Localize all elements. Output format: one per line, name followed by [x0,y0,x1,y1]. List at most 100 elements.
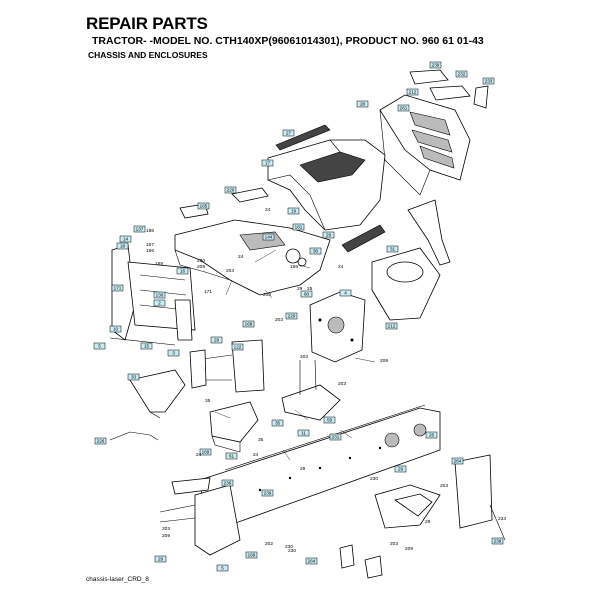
label-24c: 24 [338,264,344,270]
svg-text:171: 171 [114,286,122,291]
callout-18[interactable]: 18 [116,242,129,250]
svg-text:168: 168 [245,322,253,327]
label-24b: 24 [265,207,271,213]
model-subtitle: TRACTOR- -MODEL NO. CTH140XP(96061014301… [92,35,484,47]
callout-bottom-4[interactable]: 264 [305,557,318,565]
callout-29[interactable]: 29 [322,231,335,239]
label-188: 188 [290,264,298,270]
callout-130[interactable]: 130 [153,291,166,299]
callout-33[interactable]: 33 [127,373,140,381]
callout-19[interactable]: 19 [287,207,300,215]
callout-2[interactable]: 2 [153,299,166,307]
label-171: 171 [204,289,212,295]
lower-brackets [339,544,383,579]
svg-text:31: 31 [390,247,396,252]
callout-220[interactable]: 220 [224,186,237,194]
callout-30[interactable]: 30 [309,247,322,255]
label-230c: 230 [285,544,293,550]
callout-212[interactable]: 212 [406,88,419,96]
rear-frame-plate [454,454,506,541]
svg-text:14: 14 [123,237,129,242]
callout-261[interactable]: 261 [397,104,410,112]
callout-bottom-2[interactable]: 5 [216,564,229,572]
page-title: REPAIR PARTS [86,14,208,33]
callout-4[interactable]: 4 [339,289,352,297]
callout-60[interactable]: 60 [300,290,313,298]
label-35: 35 [205,398,211,404]
callout-220b[interactable]: 220 [285,312,298,320]
callout-5[interactable]: 5 [93,342,106,350]
grille-front [109,244,196,346]
svg-text:19: 19 [291,209,297,214]
label-24: 24 [238,254,244,260]
footer-caption: chassis-laser_CRD_8 [86,576,149,583]
callout-171[interactable]: 171 [111,284,124,292]
callout-28[interactable]: 28 [356,100,369,108]
callout-165[interactable]: 165 [197,202,210,210]
svg-text:15: 15 [144,344,150,349]
callout-29c[interactable]: 29 [394,465,407,473]
callout-14[interactable]: 14 [119,235,132,243]
callout-239[interactable]: 239 [429,61,442,69]
callout-31[interactable]: 31 [386,245,399,253]
callout-239b[interactable]: 239 [261,489,274,497]
label-209: 209 [197,264,205,270]
callout-264[interactable]: 264 [451,457,464,465]
callout-137[interactable]: 137 [133,225,146,233]
callout-212b[interactable]: 212 [385,322,398,330]
callout-17[interactable]: 17 [261,159,274,167]
callout-bottom-1[interactable]: 169 [245,551,258,559]
foot-plate [374,484,441,529]
callout-61[interactable]: 61 [225,452,238,460]
svg-text:264: 264 [308,559,316,564]
label-29: 29 [297,286,303,292]
svg-text:28: 28 [360,102,366,107]
callout-144[interactable]: 144 [262,233,275,241]
callout-10[interactable]: 10 [109,325,122,333]
svg-text:3: 3 [172,351,175,356]
callout-3[interactable]: 3 [167,349,180,357]
callout-231[interactable]: 231 [329,433,342,441]
callout-168[interactable]: 168 [242,320,255,328]
callout-29b[interactable]: 29 [210,336,223,344]
callout-26[interactable]: 26 [425,431,438,439]
callout-232[interactable]: 232 [455,70,468,78]
svg-text:60: 60 [304,292,310,297]
callout-11[interactable]: 11 [297,429,310,437]
svg-text:10: 10 [113,327,119,332]
svg-text:29: 29 [326,233,332,238]
svg-text:5: 5 [221,566,224,571]
svg-text:29: 29 [158,557,164,562]
label-29b: 29 [300,466,306,472]
callout-59[interactable]: 59 [323,416,336,424]
callout-15[interactable]: 15 [140,342,153,350]
callout-35[interactable]: 35 [271,419,284,427]
callout-236[interactable]: 236 [221,479,234,487]
label-24d: 24 [253,452,259,458]
svg-text:231: 231 [332,435,340,440]
leader-lines [214,249,376,461]
callout-122[interactable]: 122 [231,343,244,351]
label-230b: 230 [370,476,378,482]
label-203: 203 [226,268,234,274]
fender-bracket [407,199,451,266]
hood [267,139,386,231]
callout-226[interactable]: 226 [94,437,107,445]
battery-tray [209,401,259,453]
label-25: 25 [307,286,313,292]
svg-text:220: 220 [227,188,235,193]
callout-27[interactable]: 27 [282,129,295,137]
callout-16[interactable]: 16 [176,267,189,275]
svg-text:233: 233 [485,79,493,84]
callout-181[interactable]: 181 [292,223,305,231]
hood-vent-grille [379,94,471,196]
callout-bottom-5[interactable]: 239 [491,537,504,545]
svg-text:61: 61 [229,454,235,459]
svg-text:169: 169 [248,553,256,558]
callout-bottom-3[interactable]: 29 [154,555,167,563]
label-209d: 209 [162,533,170,539]
callout-169[interactable]: 169 [199,448,212,456]
label-24e: 24 [196,452,202,458]
pedestal-bracket [189,339,265,393]
callout-233[interactable]: 233 [482,77,495,85]
